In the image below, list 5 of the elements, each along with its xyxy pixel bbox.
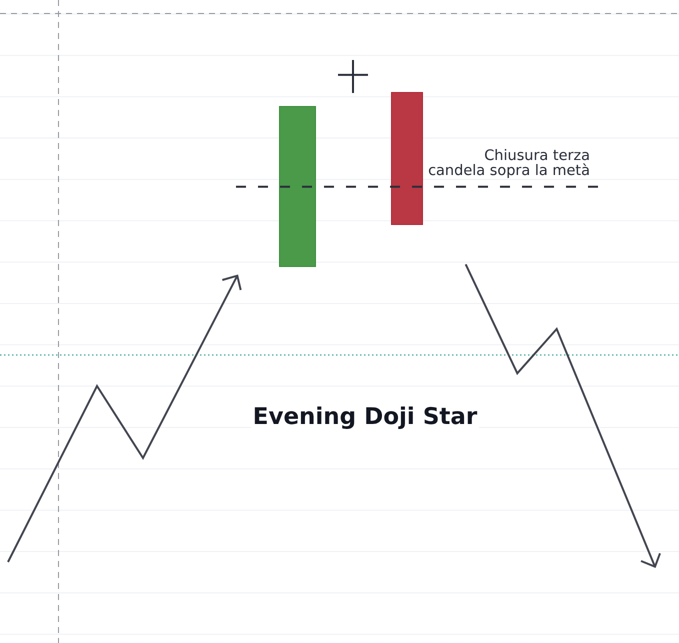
bearish-candle — [391, 92, 423, 225]
annotation-text: Chiusura terza candela sopra la metà — [427, 148, 590, 180]
chart-title: Evening Doji Star — [250, 405, 480, 430]
doji-candle — [338, 60, 368, 93]
bullish-candle — [279, 106, 316, 267]
